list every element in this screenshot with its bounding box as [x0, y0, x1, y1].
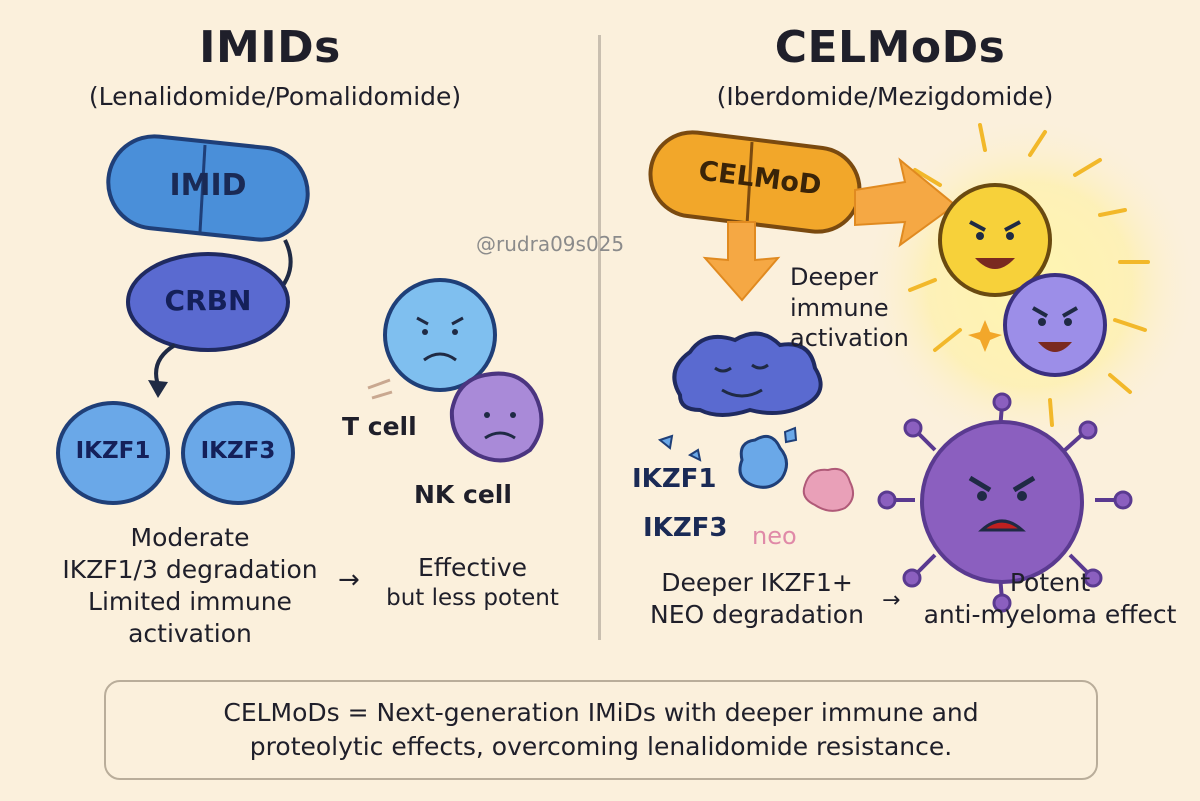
protein-fragments-icon	[657, 426, 855, 512]
celmod-outcome-arrow-icon: →	[882, 588, 901, 613]
nk-cell-happy-icon	[1003, 273, 1107, 377]
celmod-outcome-text: Potent anti-myeloma effect	[923, 568, 1177, 629]
crbn-cloud-icon	[672, 331, 823, 417]
imid-pill-label: IMID	[169, 168, 247, 203]
imid-outcome-text: Effective but less potent	[386, 553, 559, 611]
watermark: @rudra09s025	[476, 232, 625, 256]
celmods-title: CELMoDs	[774, 22, 1006, 73]
imids-subtitle: (Lenalidomide/Pomalidomide)	[88, 82, 462, 111]
sparkle-icon	[968, 320, 1002, 352]
ikzf3-fragment-label: IKZF3	[643, 513, 728, 543]
myeloma-cell-angry-icon	[877, 392, 1133, 613]
imid-pill-icon	[106, 134, 310, 242]
activation-text: Deeper immune activation	[790, 263, 909, 353]
section-divider	[598, 35, 601, 640]
t-cell-label: T cell	[342, 412, 417, 441]
imid-outcome-arrow-icon: →	[338, 565, 360, 595]
activation-arrow-icon	[854, 157, 957, 248]
crbn-icon	[126, 252, 290, 352]
t-cell-sad-icon	[383, 278, 497, 392]
ikzf3-label: IKZF3	[200, 438, 276, 464]
crbn-label: CRBN	[164, 284, 252, 317]
nk-cell-sad-icon	[449, 371, 544, 463]
t-cell-happy-icon	[938, 183, 1052, 297]
motion-lines	[367, 378, 393, 400]
degradation-arrow-icon-right	[702, 221, 781, 302]
celmod-mechanism-text: Deeper IKZF1+ NEO degradation	[650, 568, 864, 629]
activation-rays-icon	[908, 123, 1150, 427]
nk-cell-label: NK cell	[414, 480, 512, 509]
summary-line-1: CELMoDs = Next-generation IMiDs with dee…	[223, 698, 979, 728]
degradation-arrow-icon	[148, 343, 177, 398]
summary-box: CELMoDs = Next-generation IMiDs with dee…	[104, 680, 1098, 780]
summary-line-2: proteolytic effects, overcoming lenalido…	[249, 732, 953, 761]
ikzf1-protein-icon	[56, 401, 170, 505]
ikzf3-protein-icon	[181, 401, 295, 505]
ikzf1-label: IKZF1	[75, 438, 151, 464]
neo-label: neo	[752, 522, 797, 550]
imid-mechanism-text: Moderate IKZF1/3 degradation Limited imm…	[62, 523, 318, 648]
celmods-subtitle: (Iberdomide/Mezigdomide)	[716, 82, 1054, 111]
ikzf1-fragment-label: IKZF1	[632, 464, 717, 494]
imids-title: IMIDs	[199, 22, 341, 73]
